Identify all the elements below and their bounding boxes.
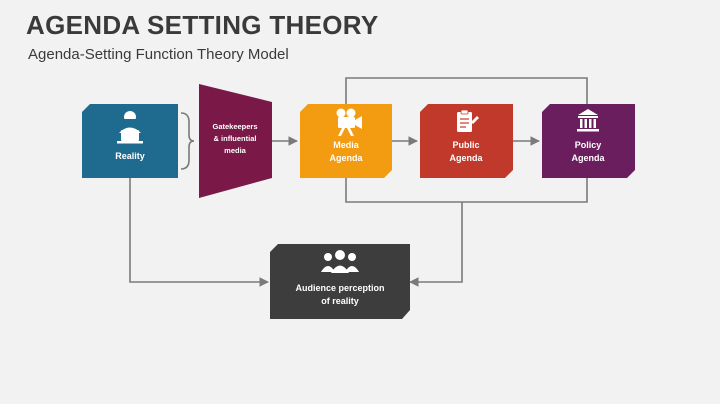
node-reality: Reality xyxy=(82,104,178,178)
page-title: AGENDA SETTING THEORY xyxy=(26,10,379,40)
policy-agenda-line1: Policy xyxy=(575,140,602,150)
brace-bracket xyxy=(180,112,195,170)
arrow-public-to-audience xyxy=(409,202,463,287)
gatekeepers-label-line1: Gatekeepers xyxy=(212,122,257,131)
gatekeepers-label-line3: media xyxy=(224,146,247,155)
media-agenda-line2: Agenda xyxy=(329,153,363,163)
node-public-agenda: Public Agenda xyxy=(420,104,513,178)
audience-label-line2: of reality xyxy=(321,296,359,306)
gatekeepers-shape xyxy=(199,84,272,198)
connector-media-policy-bottom xyxy=(345,178,588,203)
node-gatekeepers: Gatekeepers & influential media xyxy=(199,84,272,198)
government-building-icon xyxy=(577,109,599,132)
arrow-reality-to-audience xyxy=(129,178,269,287)
policy-agenda-box xyxy=(542,104,635,178)
media-agenda-line1: Media xyxy=(333,140,360,150)
group-people-icon xyxy=(321,250,359,273)
node-policy-agenda: Policy Agenda xyxy=(542,104,635,178)
audience-label-line1: Audience perception xyxy=(295,283,384,293)
connectors xyxy=(129,77,588,287)
public-agenda-line2: Agenda xyxy=(449,153,483,163)
reality-label: Reality xyxy=(115,151,145,161)
connector-media-policy-top xyxy=(345,77,588,104)
person-laptop-icon xyxy=(117,111,143,144)
page-subtitle: Agenda-Setting Function Theory Model xyxy=(28,46,289,63)
policy-agenda-line2: Agenda xyxy=(571,153,605,163)
clipboard-icon xyxy=(457,109,479,132)
film-camera-icon xyxy=(336,108,362,136)
audience-box xyxy=(270,244,410,319)
gatekeepers-label-line2: & influential xyxy=(214,134,257,143)
public-agenda-box xyxy=(420,104,513,178)
node-media-agenda: Media Agenda xyxy=(300,104,392,178)
public-agenda-line1: Public xyxy=(452,140,479,150)
node-audience-perception: Audience perception of reality xyxy=(270,244,410,319)
media-agenda-box xyxy=(300,104,392,178)
